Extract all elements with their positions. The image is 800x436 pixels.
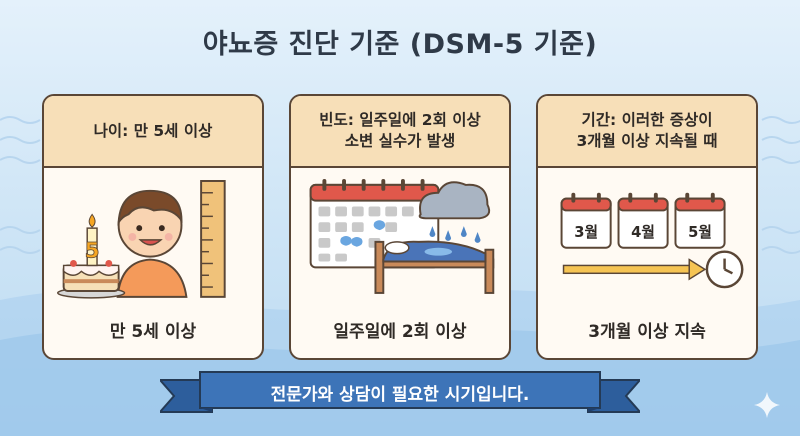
birthday-cake-icon: 5	[57, 213, 126, 299]
criteria-card-frequency: 빈도: 일주일에 2회 이상 소변 실수가 발생	[289, 94, 511, 360]
month-label: 5월	[688, 224, 712, 241]
criteria-card-duration: 기간: 이러한 증상이 3개월 이상 지속될 때 3월 4월 5월	[536, 94, 758, 360]
card-footer: 일주일에 2회 이상	[333, 322, 467, 342]
page-title: 야뇨증 진단 기준 (DSM-5 기준)	[202, 29, 598, 60]
ruler-icon	[200, 180, 226, 298]
calendar-page-icon: 4월	[617, 192, 669, 249]
card-header: 나이: 만 5세 이상	[44, 96, 262, 168]
card-footer: 만 5세 이상	[109, 322, 197, 342]
calendar-page-icon: 3월	[560, 192, 612, 249]
card-header: 빈도: 일주일에 2회 이상 소변 실수가 발생	[291, 96, 509, 168]
card-header-line: 빈도: 일주일에 2회 이상	[319, 111, 481, 130]
candle-number: 5	[85, 239, 100, 264]
card-header-line: 기간: 이러한 증상이	[581, 111, 713, 130]
criteria-card-age: 나이: 만 5세 이상	[42, 94, 264, 360]
child-icon	[116, 189, 188, 298]
banner-message: 전문가와 상담이 필요한 시기입니다.	[270, 384, 530, 405]
arrow-right-icon	[562, 258, 707, 281]
card-footer: 3개월 이상 지속	[588, 322, 706, 342]
bed-icon	[374, 240, 495, 294]
rain-cloud-icon	[418, 181, 491, 243]
banner-ribbon	[160, 371, 640, 413]
calendar-page-icon: 5월	[674, 192, 726, 249]
child-with-cake-ruler-illustration: 5	[57, 180, 226, 299]
months-timeline-illustration: 3월 4월 5월	[560, 192, 744, 289]
clock-icon	[705, 250, 744, 289]
card-header-line: 3개월 이상 지속될 때	[576, 132, 718, 150]
calendar-rain-bed-illustration	[309, 179, 495, 294]
card-header: 기간: 이러한 증상이 3개월 이상 지속될 때	[538, 96, 756, 168]
sparkle-icon	[754, 392, 780, 418]
card-header-line: 소변 실수가 발생	[344, 132, 456, 150]
month-label: 3월	[574, 224, 598, 241]
month-label: 4월	[631, 224, 655, 241]
card-header-line: 나이: 만 5세 이상	[93, 121, 213, 140]
